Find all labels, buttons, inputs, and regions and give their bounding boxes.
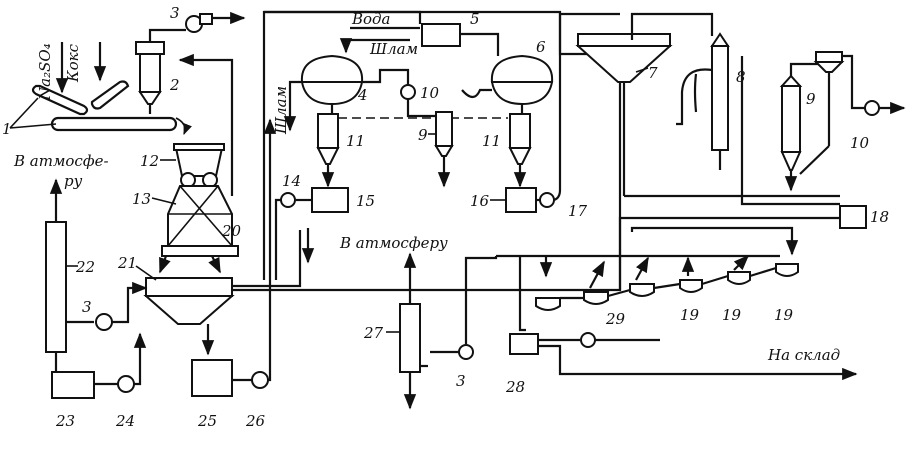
thickener-7: 7	[575, 12, 714, 196]
crystallizer-bank-19: В атмосферу 19 19 19	[339, 226, 799, 344]
scrubber-22: 22 3	[45, 178, 148, 372]
conveyor-1b	[90, 80, 130, 110]
crystallizer-6	[775, 263, 799, 277]
num-26: 26	[245, 412, 266, 430]
crystallizer-3	[629, 283, 655, 297]
num-10-mid: 10	[420, 84, 440, 102]
num-13: 13	[132, 190, 151, 208]
num-27: 27	[363, 324, 384, 342]
num-24: 24	[115, 412, 135, 430]
column-11-left: 11	[316, 113, 365, 188]
label-atm-left-1: В атмосфе-	[13, 152, 109, 170]
num-15: 15	[356, 192, 375, 210]
tank-16: 16 17	[470, 12, 620, 220]
fan-3-bottom: 3	[430, 344, 474, 390]
crystallizer-2	[583, 291, 609, 305]
label-atm-mid: В атмосферу	[339, 234, 448, 252]
tank-28: 28 29 На склад	[505, 310, 858, 396]
label-shlam-top: Шлам	[369, 40, 418, 58]
conveyor-1a	[31, 84, 89, 116]
num-9-right: 9	[806, 90, 816, 108]
column-9-mid: 9	[418, 111, 454, 188]
tank-5: 5	[421, 10, 500, 56]
num-9-mid: 9	[418, 126, 428, 144]
num-2: 2	[169, 76, 180, 94]
tank-15: 15 14	[274, 172, 375, 280]
label-voda: Вода	[351, 10, 391, 28]
conveyor-1c	[50, 116, 178, 132]
label-koks: Кокс	[64, 43, 82, 83]
num-3-left: 3	[82, 298, 92, 316]
label-na2so4: Na₂SO₄	[36, 43, 54, 101]
tank-25: 25 26	[191, 118, 277, 430]
label-shlam-left: Шлам	[272, 86, 290, 135]
crystallizer-1	[535, 297, 561, 311]
num-14: 14	[282, 172, 301, 190]
crystallizer-5	[727, 271, 751, 285]
vacuum-filter-4: Вода Шлам 4 Шлам	[272, 10, 420, 135]
tank-18: 18	[618, 194, 889, 290]
label-atm-left-2: ру	[64, 172, 83, 190]
num-19-a: 19	[680, 306, 700, 324]
num-18: 18	[870, 208, 889, 226]
furnace-assembly: В атмосфе- ру 12 13 20 21	[13, 53, 242, 356]
num-6: 6	[536, 38, 546, 56]
num-25: 25	[197, 412, 217, 430]
num-3-bottom: 3	[456, 372, 466, 390]
num-21: 21	[117, 254, 137, 272]
num-11-right: 11	[482, 132, 501, 150]
num-11-left: 11	[346, 132, 365, 150]
num-28: 28	[505, 378, 525, 396]
dryer-27: 27	[363, 252, 428, 410]
num-8: 8	[736, 68, 746, 86]
num-10-right: 10	[850, 134, 870, 152]
fan-3-top: 3	[148, 4, 246, 42]
num-22: 22	[75, 258, 95, 276]
evaporator-8: 8	[676, 32, 840, 206]
fan-10-right: 10	[850, 100, 906, 152]
cyclone-top-right	[799, 51, 866, 175]
num-7: 7	[648, 64, 658, 82]
num-17: 17	[568, 202, 588, 220]
cyclone-2: 2	[135, 41, 180, 114]
crystallizer-4	[679, 279, 703, 293]
column-9-right: 9	[779, 62, 818, 192]
vacuum-filter-6: 6	[490, 38, 554, 114]
num-12: 12	[140, 152, 159, 170]
num-29: 29	[605, 310, 626, 328]
num-23: 23	[55, 412, 75, 430]
num-1: 1	[2, 120, 12, 138]
num-20: 20	[221, 222, 242, 240]
label-na-sklad: На склад	[767, 346, 840, 364]
num-5: 5	[470, 10, 480, 28]
num-3-top: 3	[170, 4, 180, 22]
num-19-b: 19	[722, 306, 742, 324]
column-11-right: 11	[482, 113, 532, 188]
tank-23: 23 24	[51, 332, 147, 430]
num-16: 16	[470, 192, 490, 210]
raw-feed-section: Na₂SO₄ Кокс 1	[2, 42, 192, 138]
pump-10-mid: 10	[362, 68, 492, 118]
num-4: 4	[357, 86, 368, 104]
num-19-c: 19	[774, 306, 794, 324]
